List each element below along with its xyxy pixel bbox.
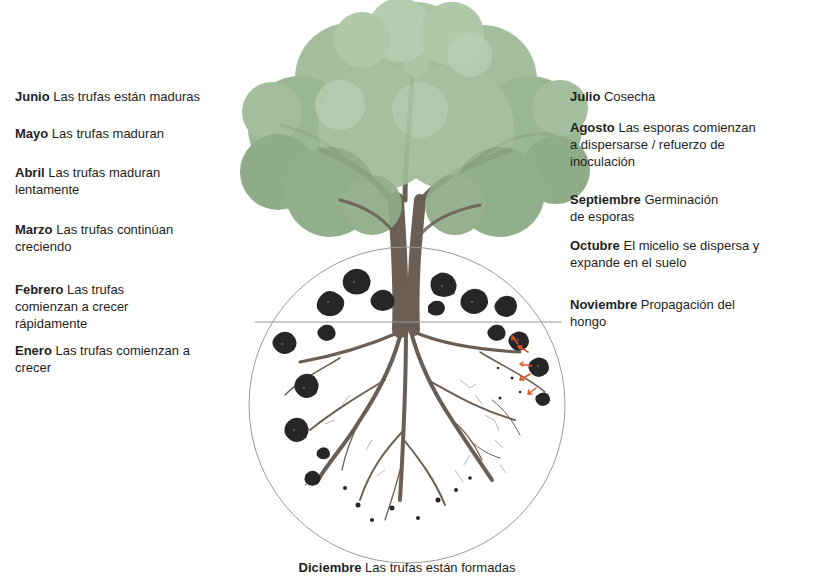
month-label: JunioLas trufas están maduras bbox=[15, 89, 200, 106]
month-label: AgostoLas esporas comienzan a dispersars… bbox=[570, 120, 765, 171]
month-name: Enero bbox=[15, 343, 52, 358]
stage-text: Las trufas están maduras bbox=[53, 89, 200, 104]
month-name: Diciembre bbox=[299, 560, 362, 575]
month-name: Junio bbox=[15, 89, 50, 104]
soil-circle bbox=[249, 247, 565, 563]
month-name: Abril bbox=[15, 165, 45, 180]
roots bbox=[285, 328, 545, 520]
month-label: SeptiembreGerminación de esporas bbox=[570, 192, 735, 226]
month-name: Marzo bbox=[15, 222, 53, 237]
month-name: Octubre bbox=[570, 238, 620, 253]
tree-crown bbox=[240, 0, 590, 237]
month-label: DiciembreLas trufas están formadas bbox=[0, 560, 814, 577]
month-name: Mayo bbox=[15, 126, 48, 141]
month-name: Septiembre bbox=[570, 192, 641, 207]
month-label: Julio Cosecha bbox=[570, 89, 770, 106]
month-name: Febrero bbox=[15, 282, 63, 297]
stage-text: Las trufas maduran bbox=[52, 126, 164, 141]
month-name: Agosto bbox=[570, 120, 615, 135]
stage-text: Cosecha bbox=[604, 89, 655, 104]
stage-text: Las trufas están formadas bbox=[365, 560, 515, 575]
month-label: Mayo Las trufas maduran bbox=[15, 126, 200, 143]
ground-line bbox=[255, 322, 562, 323]
month-label: EneroLas trufas comienzan a crecer bbox=[15, 343, 225, 377]
month-label: AbrilLas trufas maduran lentamente bbox=[15, 165, 190, 199]
month-name: Noviembre bbox=[570, 297, 637, 312]
month-label: OctubreEl micelio se dispersa y expande … bbox=[570, 238, 775, 272]
month-label: FebreroLas trufas comienzan a crecer ráp… bbox=[15, 282, 185, 333]
month-name: Julio bbox=[570, 89, 600, 104]
month-label: MarzoLas trufas continúan creciendo bbox=[15, 222, 195, 256]
truffles bbox=[272, 269, 550, 486]
month-label: NoviembrePropagación del hongo bbox=[570, 297, 770, 331]
spore-arrows bbox=[512, 336, 536, 394]
